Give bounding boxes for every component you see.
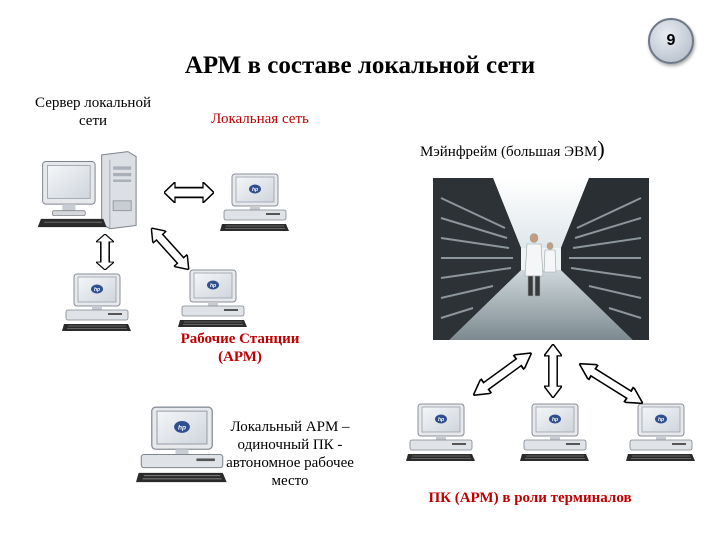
- slide-title: АРМ в составе локальной сети: [184, 52, 536, 79]
- mainframe-label-paren: ): [597, 136, 605, 161]
- double-arrow-icon: [144, 222, 196, 276]
- server-label: Сервер локальной сети: [35, 95, 151, 129]
- lan-label: Локальная сеть: [211, 111, 309, 127]
- double-arrow-icon: [95, 234, 114, 271]
- terminals-label: ПК (АРМ) в роли терминалов: [428, 490, 632, 506]
- mainframe-label-text: Мэйнфрейм (большая ЭВМ: [420, 144, 598, 160]
- mainframe-label: Мэйнфрейм (большая ЭВМ): [420, 136, 670, 162]
- double-arrow-icon: [543, 344, 562, 399]
- page-number-badge: 9: [648, 18, 694, 64]
- mainframe-photo: [433, 178, 649, 340]
- local-arm-label: Локальный АРМ – одиночный ПК - автономно…: [226, 419, 354, 489]
- double-arrow-icon: [164, 182, 214, 203]
- double-arrow-icon: [468, 345, 537, 403]
- workstations-label: Рабочие Станции (АРМ): [180, 331, 300, 365]
- double-arrow-icon: [574, 356, 648, 412]
